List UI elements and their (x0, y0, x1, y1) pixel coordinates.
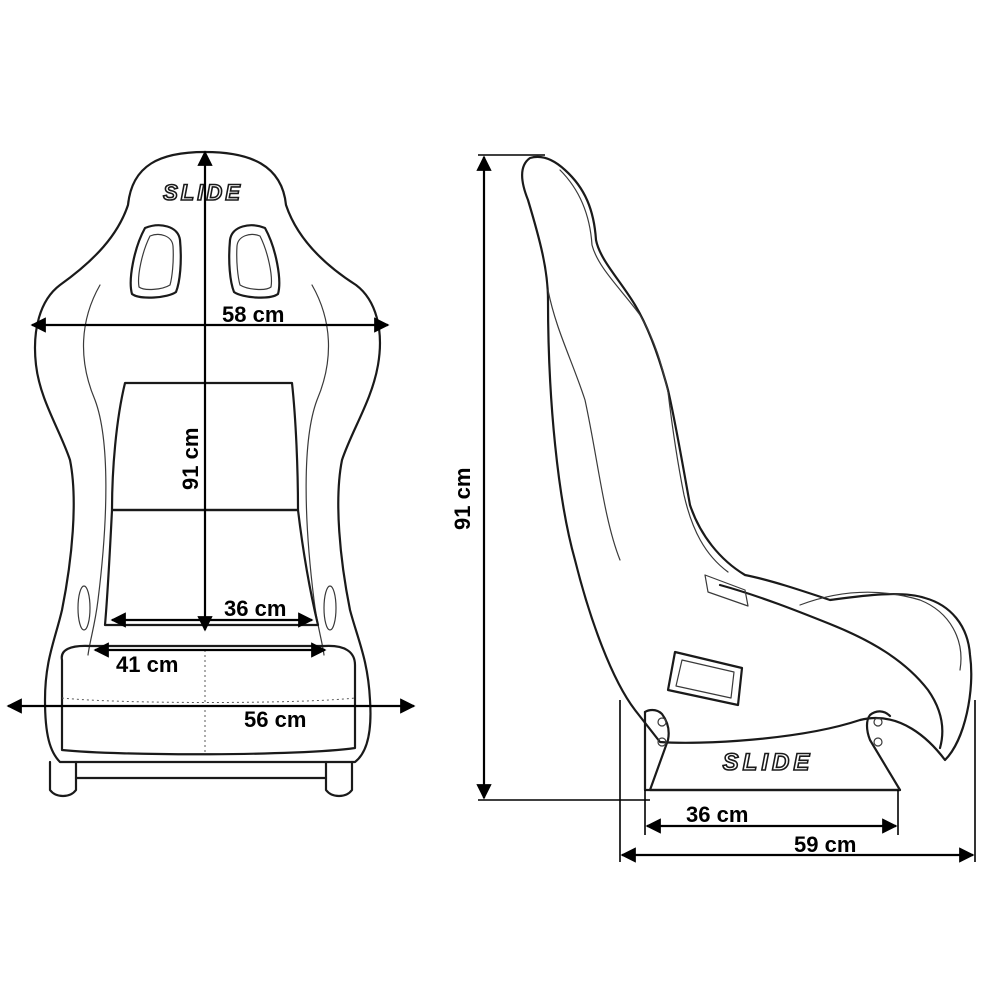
front-left-lumbar-vent (77, 585, 91, 631)
front-seat-shell (33, 150, 382, 764)
side-bracket-label: 36 cm (686, 802, 748, 827)
front-seat-width-label: 41 cm (116, 652, 178, 677)
front-right-foot (324, 760, 354, 798)
side-bracket-hole-1 (657, 717, 667, 727)
front-right-lumbar-vent (323, 585, 337, 631)
side-height-label: 91 cm (450, 468, 475, 530)
front-right-bolster (305, 284, 330, 656)
front-height-label: 91 cm (178, 428, 203, 490)
front-back-cushion-lower (103, 508, 320, 627)
front-left-bolster (82, 284, 107, 656)
side-seat-cushion (718, 583, 944, 750)
side-vent (666, 650, 744, 707)
side-bracket-hole-2 (657, 737, 667, 747)
front-base-width-label: 56 cm (244, 707, 306, 732)
front-left-foot (48, 760, 78, 798)
side-depth-label: 59 cm (794, 832, 856, 857)
front-view-seat: SLIDE (33, 150, 382, 798)
front-seat-inner-label: 36 cm (224, 596, 286, 621)
front-right-harness-slot (228, 224, 281, 299)
side-bracket-hole-3 (873, 717, 883, 727)
front-seat-cushion (60, 644, 357, 756)
side-brand-logo: SLIDE (723, 749, 814, 776)
side-thigh-bolster (799, 591, 962, 671)
front-brand-logo: SLIDE (163, 180, 243, 205)
side-harness-tab (704, 574, 749, 607)
side-backrest-inner (547, 289, 621, 561)
side-wing-edge (559, 169, 729, 573)
front-left-harness-slot (129, 224, 182, 299)
side-view-seat: SLIDE (521, 155, 973, 792)
side-dimensions: 91 cm 36 cm 59 cm (450, 154, 976, 863)
front-dimensions: 58 cm 91 cm 36 cm 41 cm 56 cm (6, 150, 416, 732)
front-width-top-label: 58 cm (222, 302, 284, 327)
side-backrest-shell (521, 155, 973, 762)
side-bracket-hole-4 (873, 737, 883, 747)
